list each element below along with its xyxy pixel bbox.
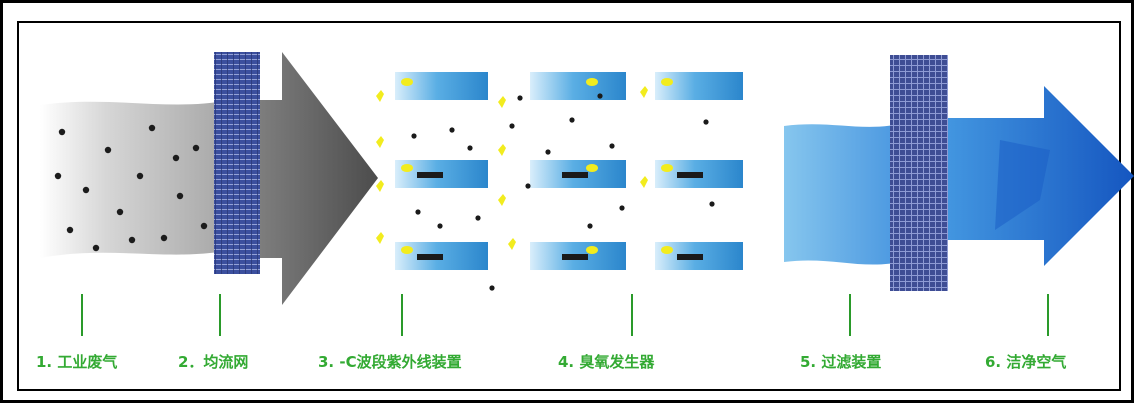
uv-lamp: [655, 160, 743, 188]
particle: [415, 209, 421, 215]
label-clean-air: 6. 洁净空气: [985, 353, 1066, 371]
uv-spark: [586, 246, 598, 254]
dust-particle: [128, 236, 136, 244]
uv-spark: [586, 164, 598, 172]
label-uv-device: 3. -C波段紫外线装置: [318, 353, 462, 371]
particle: [437, 223, 443, 229]
particle: [517, 95, 523, 101]
dust-particle: [54, 172, 62, 180]
dust-particle: [66, 226, 74, 234]
scattered-particles: [376, 86, 715, 291]
dust-particle: [58, 128, 66, 136]
uv-lamp-tube: [530, 72, 626, 100]
particle: [597, 93, 603, 99]
particle: [703, 119, 709, 125]
uv-lamp-electrode: [677, 254, 703, 260]
uv-lamp-electrode: [417, 254, 443, 260]
particle: [525, 183, 531, 189]
label-industrial-exhaust: 1. 工业废气: [36, 353, 117, 371]
particle: [609, 143, 615, 149]
particle: [587, 223, 593, 229]
dust-particle: [200, 222, 208, 230]
ozone-symbol: [376, 232, 384, 244]
dust-particles: [54, 124, 208, 252]
uv-lamp-electrode: [417, 172, 443, 178]
particle: [545, 149, 551, 155]
particle: [569, 117, 575, 123]
uv-lamp: [395, 242, 488, 270]
uv-spark: [661, 164, 673, 172]
dust-particle: [148, 124, 156, 132]
clean-air-band: [784, 124, 900, 265]
ozone-symbol: [498, 194, 506, 206]
exhaust-arrow: [230, 52, 378, 305]
uv-spark: [401, 164, 413, 172]
particle: [489, 285, 495, 291]
dust-particle: [82, 186, 90, 194]
dust-particle: [92, 244, 100, 252]
particle: [509, 123, 515, 129]
uv-lamp: [530, 160, 626, 188]
particle: [449, 127, 455, 133]
particle: [467, 145, 473, 151]
dust-particle: [172, 154, 180, 162]
filter-device: [890, 55, 948, 291]
ozone-symbol: [498, 144, 506, 156]
dust-particle: [116, 208, 124, 216]
uv-spark: [661, 246, 673, 254]
uv-lamp: [655, 242, 743, 270]
ozone-symbol: [498, 96, 506, 108]
uv-lamp: [530, 72, 626, 100]
exhaust-gas-band: [40, 100, 230, 258]
clean-air-streak: [995, 140, 1050, 230]
uv-lamp-electrode: [677, 172, 703, 178]
flow-equalizing-mesh: [214, 52, 260, 274]
label-ozone-generator: 4. 臭氧发生器: [558, 353, 655, 371]
label-filter-device: 5. 过滤装置: [800, 353, 881, 371]
ozone-symbol: [376, 136, 384, 148]
dust-particle: [192, 144, 200, 152]
uv-lamp: [395, 160, 488, 188]
uv-lamp-electrode: [562, 172, 588, 178]
label-flow-mesh: 2．均流网: [178, 353, 248, 371]
uv-spark: [586, 78, 598, 86]
ozone-symbol: [508, 238, 516, 250]
ozone-symbol: [376, 180, 384, 192]
uv-lamp-tube: [395, 72, 488, 100]
dust-particle: [104, 146, 112, 154]
dust-particle: [160, 234, 168, 242]
ozone-symbol: [640, 176, 648, 188]
uv-lamp: [530, 242, 626, 270]
uv-lamp-tube: [655, 72, 743, 100]
uv-lamp: [395, 72, 488, 100]
ozone-symbol: [376, 90, 384, 102]
uv-lamp-electrode: [562, 254, 588, 260]
uv-lamp: [655, 72, 743, 100]
dust-particle: [176, 192, 184, 200]
uv-spark: [401, 246, 413, 254]
particle: [709, 201, 715, 207]
uv-spark: [401, 78, 413, 86]
step-ticks: [81, 294, 1049, 336]
ozone-symbol: [640, 86, 648, 98]
dust-particle: [136, 172, 144, 180]
particle: [475, 215, 481, 221]
uv-spark: [661, 78, 673, 86]
particle: [411, 133, 417, 139]
uv-lamp-array: [395, 72, 743, 270]
particle: [619, 205, 625, 211]
